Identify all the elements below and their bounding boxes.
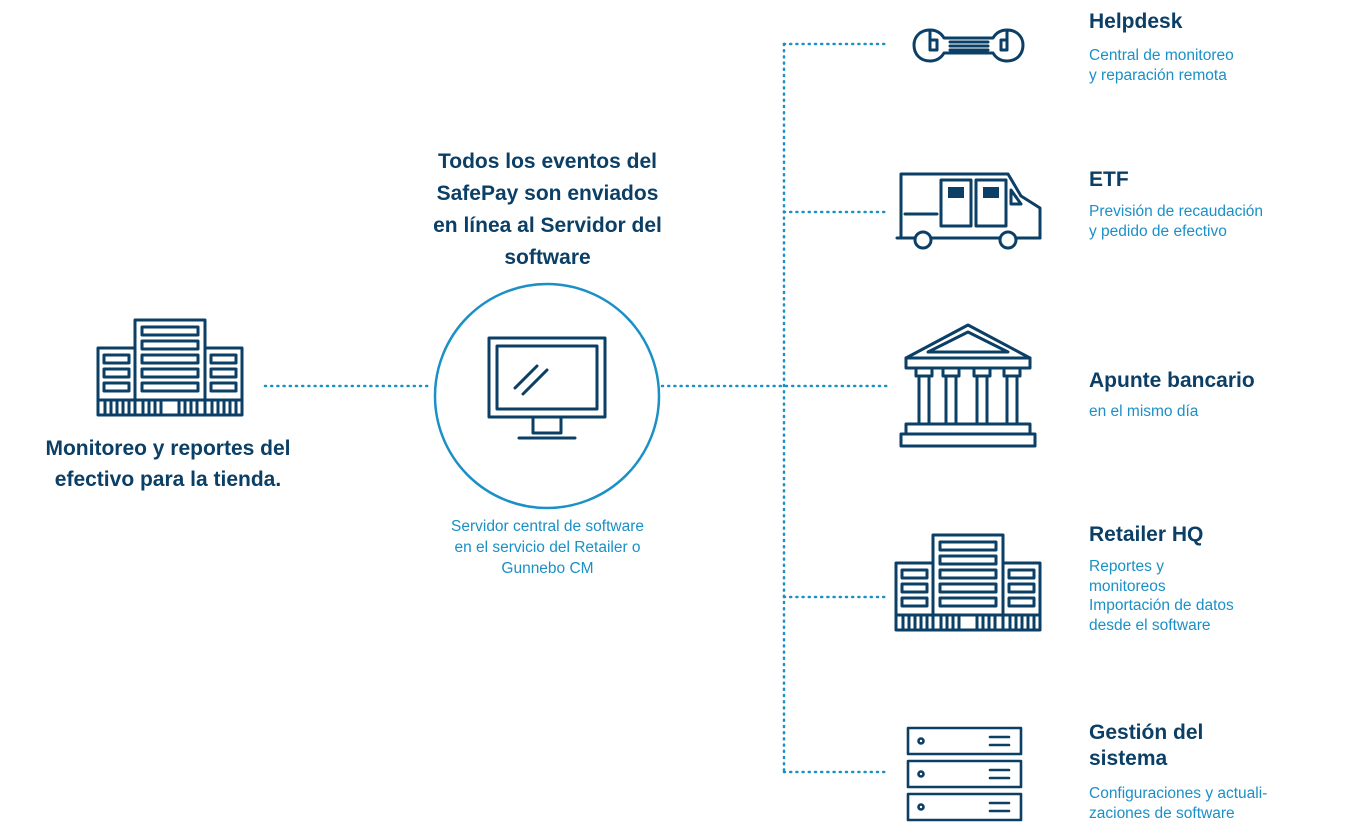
service-desc-etf: Previsión de recaudación y pedido de efe… — [1089, 203, 1264, 240]
service-title-retailer: Retailer HQ — [1089, 523, 1204, 546]
office-building-icon — [96, 318, 244, 417]
server-caption: Servidor central de software en el servi… — [451, 518, 644, 577]
server-rack-icon — [906, 726, 1023, 822]
service-desc-helpdesk: Central de monitoreo y reparación remota — [1089, 47, 1234, 84]
office-building-icon — [894, 533, 1042, 632]
service-title-gestion: Gestión del sistema — [1089, 721, 1204, 770]
service-desc-retailer: Reportes y monitoreos Importación de dat… — [1089, 558, 1234, 634]
server-circle — [433, 282, 661, 510]
service-desc-bank: en el mismo día — [1089, 403, 1199, 420]
store-label: Monitoreo y reportes del efectivo para l… — [45, 437, 291, 491]
service-title-etf: ETF — [1089, 168, 1129, 191]
armored-truck-icon — [895, 172, 1042, 250]
wrench-icon — [912, 28, 1025, 63]
computer-monitor-icon — [487, 336, 607, 440]
service-title-bank: Apunte bancario — [1089, 369, 1255, 392]
bank-icon — [899, 323, 1037, 448]
center-headline: Todos los eventos del SafePay son enviad… — [433, 150, 662, 269]
service-desc-gestion: Configuraciones y actuali- zaciones de s… — [1089, 785, 1268, 822]
service-title-helpdesk: Helpdesk — [1089, 10, 1183, 33]
